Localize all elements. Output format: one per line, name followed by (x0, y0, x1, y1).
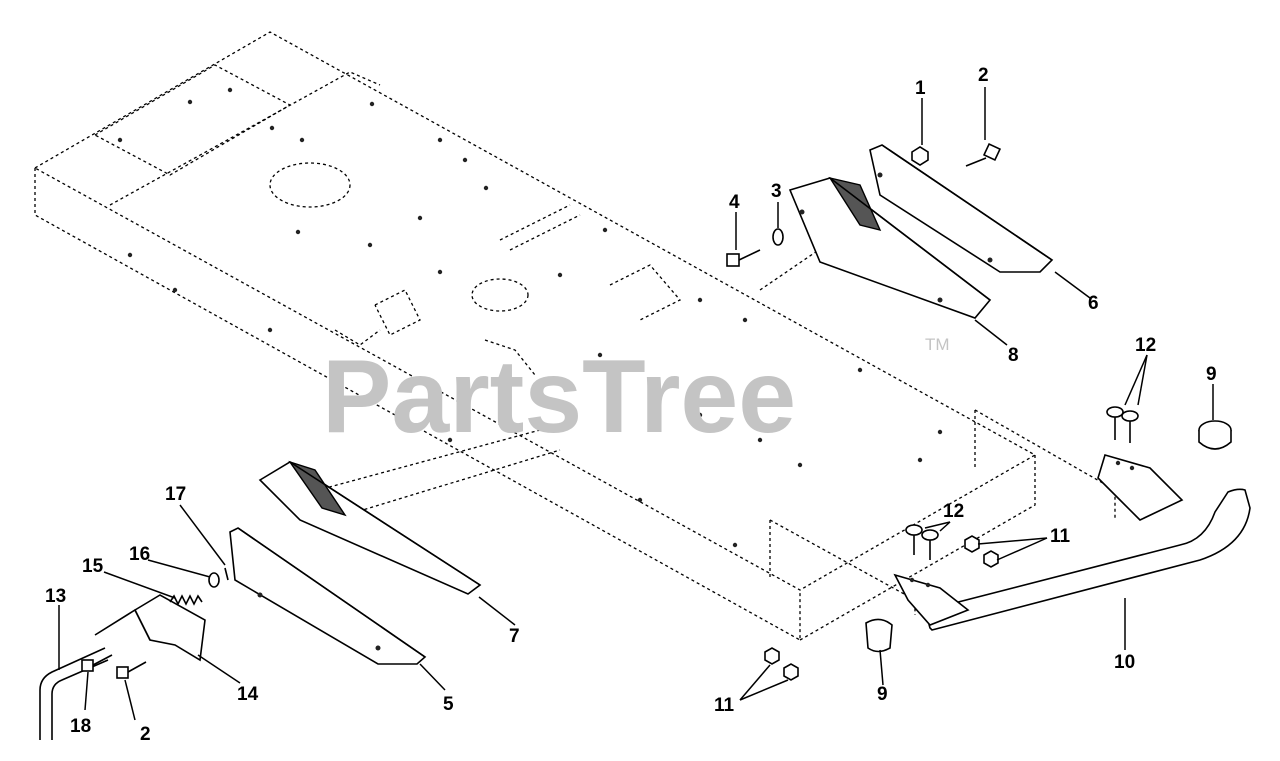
bumper-10 (893, 454, 1251, 631)
callout-4: 4 (729, 192, 740, 213)
bolt-2-bottom (116, 661, 147, 679)
callout-18: 18 (70, 716, 91, 737)
callout-2-bottom: 2 (140, 724, 151, 745)
callout-14: 14 (237, 684, 259, 705)
callout-16: 16 (129, 544, 150, 565)
callout-9-bottom: 9 (877, 684, 888, 705)
washer-3 (772, 228, 784, 246)
nuts-11-bottom (764, 647, 799, 681)
callouts: 1 2 3 4 6 8 12 9 12 11 17 16 15 13 7 14 … (45, 65, 1217, 745)
bumper-cap-9-bottom (865, 618, 893, 653)
watermark-trademark: TM (925, 335, 950, 354)
watermark-text: PartsTree (322, 339, 796, 455)
callout-8: 8 (1008, 345, 1019, 366)
callout-12-right: 12 (1135, 335, 1156, 356)
spring-15 (169, 594, 203, 606)
washer-16 (208, 572, 220, 588)
callout-12-mid: 12 (943, 501, 964, 522)
guard-7 (258, 460, 482, 595)
callout-17: 17 (165, 484, 186, 505)
callout-15: 15 (82, 556, 104, 577)
callout-7: 7 (509, 626, 520, 647)
frame-holes (117, 87, 943, 548)
bracket-14 (94, 594, 206, 662)
callout-10: 10 (1114, 652, 1135, 673)
guard-plate-6 (869, 144, 1054, 273)
callout-6: 6 (1088, 293, 1099, 314)
carriage-bolts-12-mid (905, 524, 939, 560)
leader-lines (58, 87, 1214, 721)
rod-13 (39, 647, 109, 740)
nuts-11-mid (964, 535, 999, 568)
bolt-4 (726, 249, 761, 267)
bolt-18 (81, 654, 113, 672)
callout-9-right: 9 (1206, 364, 1217, 385)
bolt-2-top (965, 142, 1002, 167)
pin-17 (224, 567, 229, 581)
carriage-bolts-12-right (1106, 406, 1139, 443)
guard-plate-5 (229, 527, 427, 665)
callout-11-bottom: 11 (714, 695, 735, 716)
bumper-cap-9-right (1198, 420, 1232, 450)
frame-outline (33, 31, 1116, 642)
guard-8 (788, 176, 992, 319)
callout-5: 5 (443, 694, 454, 715)
callout-1: 1 (915, 78, 926, 99)
callout-2-top: 2 (978, 65, 989, 86)
callout-11-mid: 11 (1050, 526, 1071, 547)
nut-1 (911, 146, 929, 166)
callout-13: 13 (45, 586, 66, 607)
callout-3: 3 (771, 181, 782, 202)
